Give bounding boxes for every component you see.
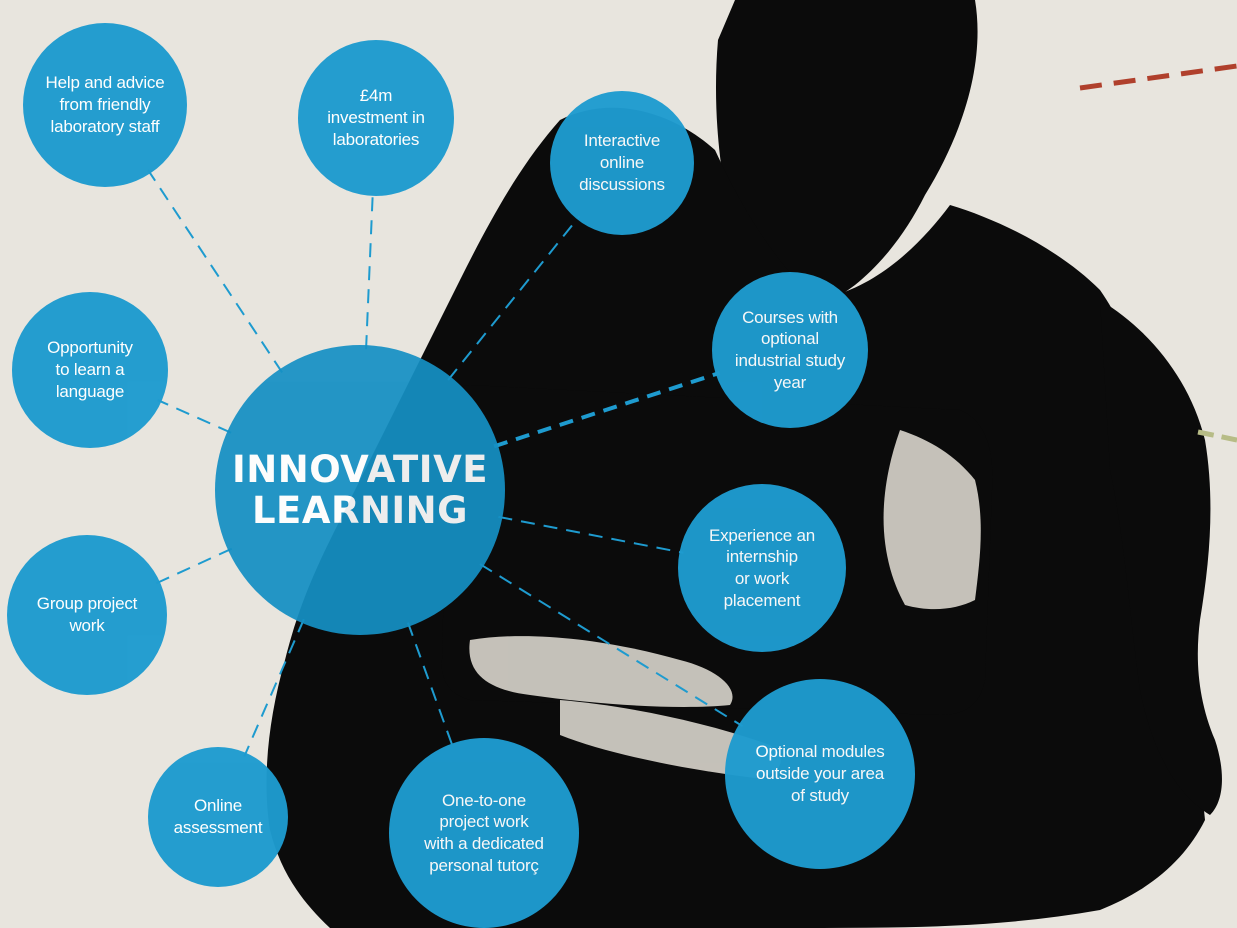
- node-label: £4m investment in laboratories: [327, 86, 425, 149]
- connector-online-discussions: [447, 215, 581, 381]
- node-label: One-to-one project work with a dedicated…: [424, 790, 544, 875]
- shirt-highlight: [883, 430, 981, 610]
- node-label: Help and advice from friendly laboratory…: [45, 73, 165, 136]
- node-optional-modules: Optional modules outside your area of st…: [725, 679, 915, 869]
- node-label: Group project work: [36, 594, 138, 635]
- connector-online-assessment: [243, 618, 305, 757]
- connector-language: [157, 399, 232, 434]
- node-label: Optional modules outside your area of st…: [755, 742, 885, 805]
- node-label: Opportunity to learn a language: [47, 338, 133, 401]
- accent-dash-olive: [1197, 429, 1237, 443]
- node-investment: £4m investment in laboratories: [298, 40, 454, 196]
- hub-innovative-learning: INNOVATIVE LEARNING: [215, 345, 505, 635]
- node-language: Opportunity to learn a language: [12, 292, 168, 448]
- node-online-discussions: Interactive online discussions: [550, 91, 694, 235]
- hair-shape: [715, 0, 978, 312]
- accent-dash-red: [1079, 63, 1237, 91]
- node-label: Interactive online discussions: [579, 131, 665, 194]
- connector-investment: [365, 191, 374, 350]
- node-group-project: Group project work: [7, 535, 167, 695]
- node-internship: Experience an internship or work placeme…: [678, 484, 846, 652]
- node-online-assessment: Online assessment: [148, 747, 288, 887]
- hand-highlight: [469, 636, 733, 707]
- connector-one-to-one: [406, 622, 455, 748]
- node-label: Online assessment: [173, 796, 263, 837]
- node-industrial-year: Courses with optional industrial study y…: [712, 272, 868, 428]
- connector-staff-help: [147, 169, 283, 373]
- connector-internship: [498, 515, 684, 554]
- connector-industrial-year: [493, 371, 721, 449]
- hub-label: INNOVATIVE LEARNING: [232, 447, 488, 532]
- connector-optional-modules: [479, 563, 744, 728]
- connector-group-project: [155, 547, 233, 585]
- node-staff-help: Help and advice from friendly laboratory…: [23, 23, 187, 187]
- node-label: Courses with optional industrial study y…: [734, 307, 846, 392]
- node-label: Experience an internship or work placeme…: [708, 525, 816, 610]
- arm-shape: [1100, 300, 1222, 815]
- node-one-to-one: One-to-one project work with a dedicated…: [389, 738, 579, 928]
